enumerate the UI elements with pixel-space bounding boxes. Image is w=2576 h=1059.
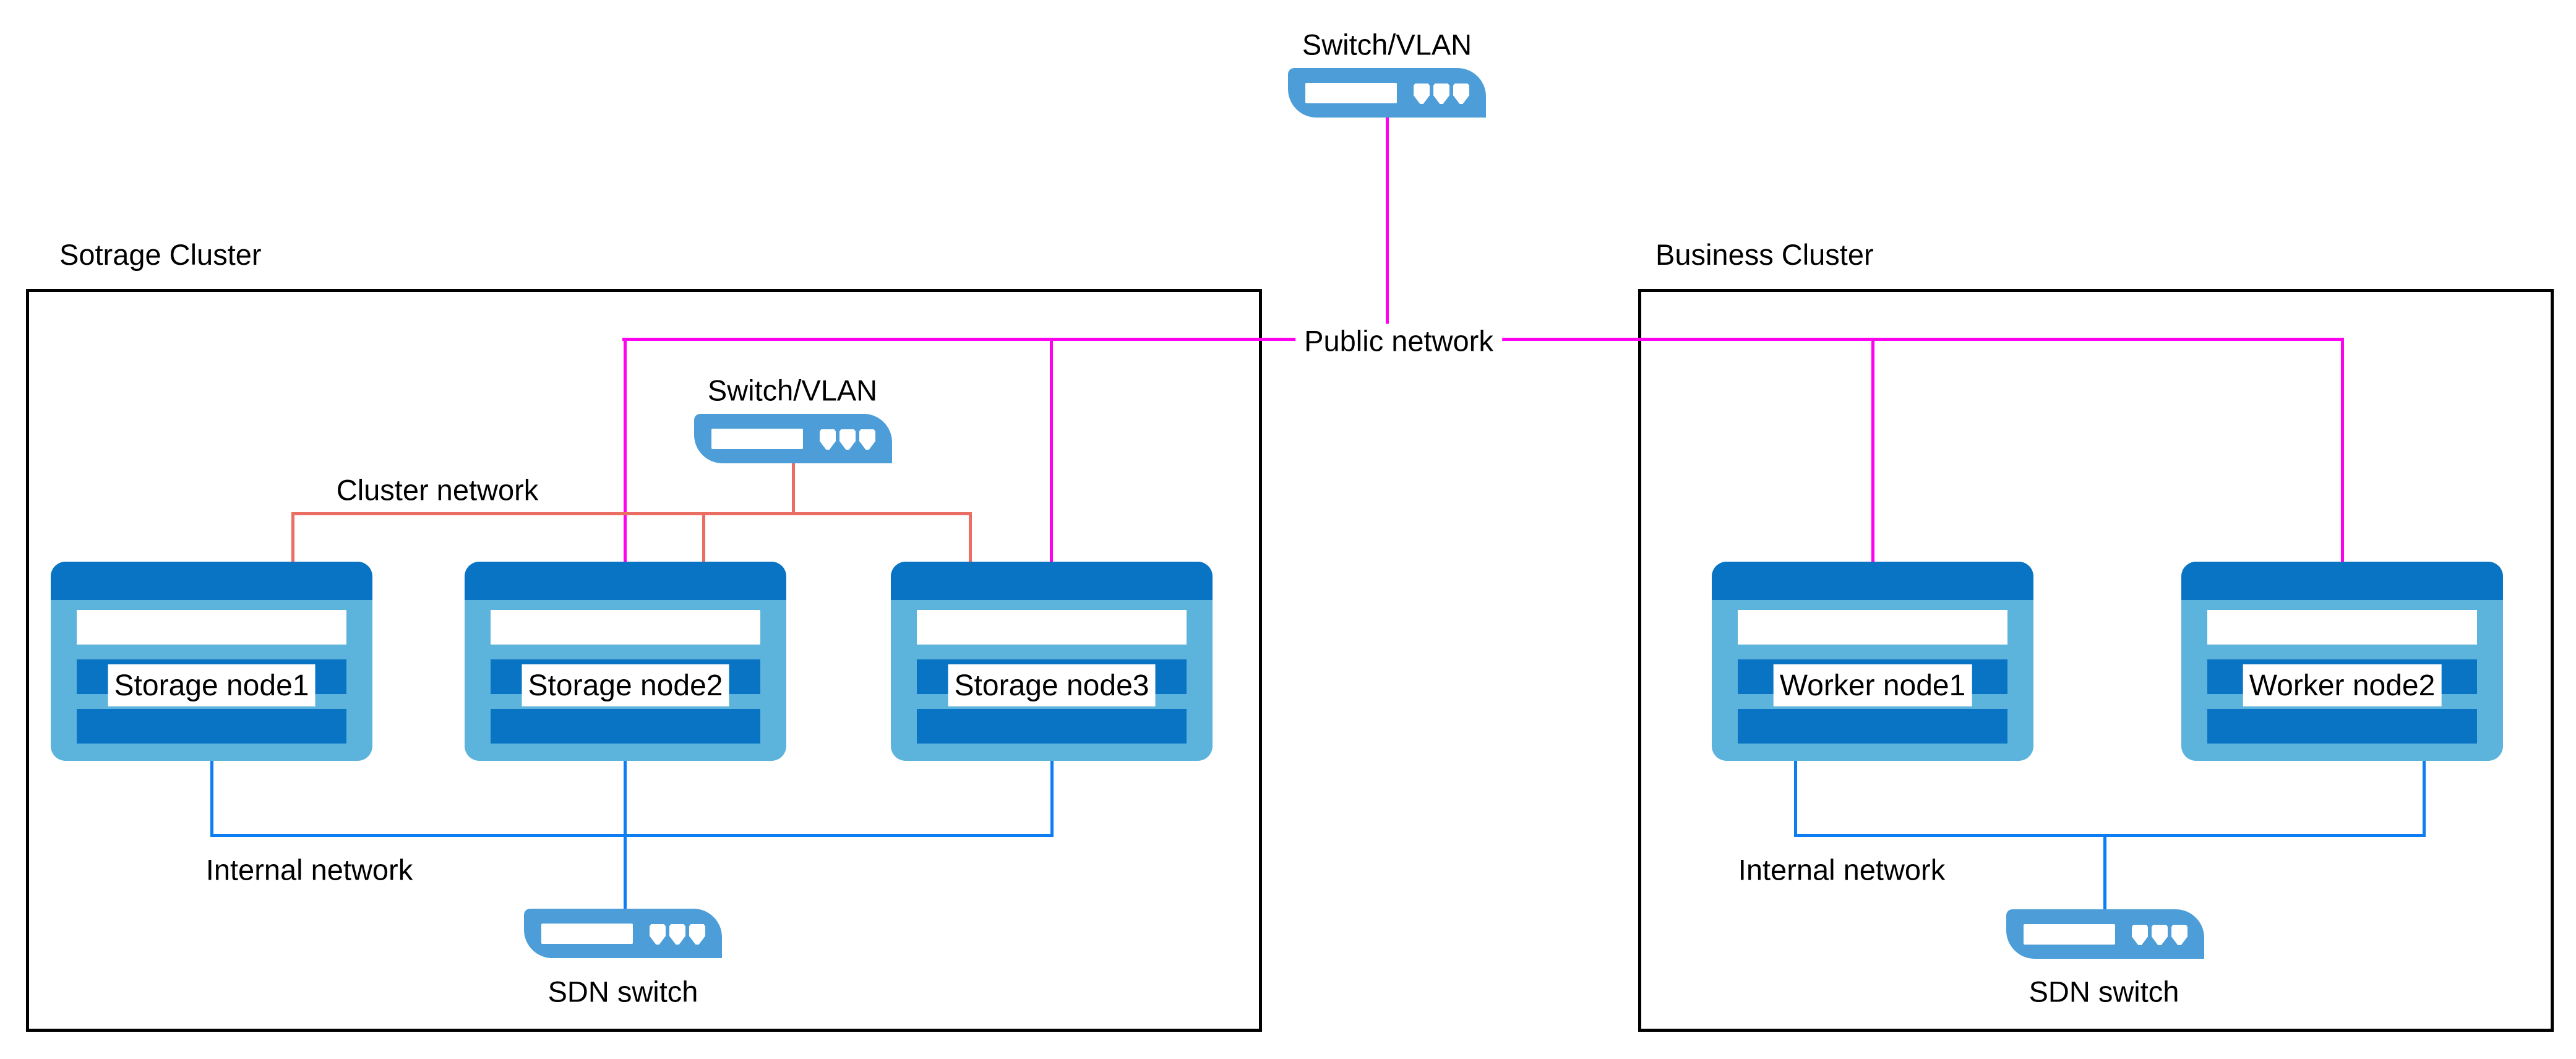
- node-label: Worker node2: [2243, 664, 2442, 706]
- business-sdn-switch-label: SDN switch: [2029, 975, 2179, 1008]
- switch-display-icon: [711, 429, 803, 449]
- node-slot: [77, 610, 346, 645]
- node-header-band: [51, 562, 372, 600]
- storage-internal-network-label: Internal network: [205, 853, 413, 886]
- worker-node1[interactable]: Worker node1: [1712, 562, 2033, 761]
- node-header-band: [465, 562, 786, 600]
- node-label: Storage node1: [108, 664, 316, 706]
- switch-port-icon: [820, 429, 836, 450]
- switch-port-icon: [689, 924, 705, 945]
- node-slot: [917, 610, 1187, 645]
- storage-cluster-title: Sotrage Cluster: [59, 238, 262, 271]
- node-slot: [2207, 610, 2477, 645]
- storage-node1[interactable]: Storage node1: [51, 562, 372, 761]
- storage-node3[interactable]: Storage node3: [891, 562, 1213, 761]
- node-label: Storage node2: [522, 664, 729, 706]
- business-cluster-box: [1638, 289, 2554, 1032]
- node-label: Worker node1: [1773, 664, 1972, 706]
- switch-port-icon: [859, 429, 875, 450]
- node-slot: [491, 610, 760, 645]
- switch-display-icon: [541, 924, 633, 944]
- node-slot: [77, 709, 346, 744]
- cluster-network-line-switch: [792, 461, 795, 515]
- business-sdn-switch-icon[interactable]: [2006, 909, 2204, 959]
- switch-port-icon: [1414, 84, 1430, 104]
- public-network-line-storage-node2: [624, 338, 627, 562]
- public-network-line-worker-node1: [1871, 338, 1874, 562]
- internal-network-line-worker1: [1794, 761, 1797, 837]
- storage-switch-vlan-icon[interactable]: [694, 414, 892, 463]
- public-network-line-top-switch: [1386, 117, 1389, 340]
- public-network-label: Public network: [1295, 324, 1502, 358]
- worker-node2[interactable]: Worker node2: [2181, 562, 2503, 761]
- storage-node2[interactable]: Storage node2: [465, 562, 786, 761]
- switch-port-icon: [669, 924, 685, 945]
- cluster-network-line-node1: [291, 512, 294, 563]
- internal-network-line-node3: [1050, 761, 1054, 837]
- internal-network-line-sdn-business: [2103, 834, 2106, 911]
- public-network-line-storage-node3: [1050, 338, 1053, 562]
- node-label: Storage node3: [948, 664, 1156, 706]
- public-network-line-worker-node2: [2341, 338, 2344, 562]
- switch-port-icon: [1453, 84, 1469, 104]
- switch-port-icon: [650, 924, 666, 945]
- cluster-network-label: Cluster network: [336, 473, 539, 507]
- node-slot: [1738, 610, 2007, 645]
- top-switch-label: Switch/VLAN: [1302, 28, 1472, 61]
- internal-network-business-horizontal: [1794, 834, 2426, 837]
- node-slot: [491, 709, 760, 744]
- storage-sdn-switch-label: SDN switch: [547, 975, 698, 1008]
- switch-port-icon: [2152, 925, 2168, 945]
- node-header-band: [1712, 562, 2033, 600]
- internal-network-line-worker2: [2423, 761, 2426, 837]
- internal-network-line-node2: [624, 761, 627, 909]
- node-header-band: [2181, 562, 2503, 600]
- node-slot: [1738, 709, 2007, 744]
- business-cluster-title: Business Cluster: [1655, 238, 1874, 271]
- internal-network-storage-horizontal: [210, 834, 1054, 837]
- storage-cluster-box: [26, 289, 1262, 1032]
- switch-display-icon: [1305, 83, 1397, 103]
- switch-port-icon: [839, 429, 856, 450]
- cluster-network-line-horizontal: [291, 512, 972, 515]
- cluster-network-line-node2: [702, 512, 705, 563]
- node-slot: [2207, 709, 2477, 744]
- internal-network-line-node1: [210, 761, 213, 837]
- node-header-band: [891, 562, 1213, 600]
- switch-port-icon: [1433, 84, 1449, 104]
- storage-switch-label: Switch/VLAN: [707, 374, 878, 407]
- storage-sdn-switch-icon[interactable]: [524, 909, 722, 958]
- switch-port-icon: [2171, 925, 2187, 945]
- node-slot: [917, 709, 1187, 744]
- business-internal-network-label: Internal network: [1738, 853, 1946, 886]
- top-switch-vlan-icon[interactable]: [1288, 68, 1486, 118]
- switch-display-icon: [2024, 924, 2115, 945]
- switch-port-icon: [2132, 925, 2148, 945]
- cluster-network-line-node3: [969, 512, 972, 563]
